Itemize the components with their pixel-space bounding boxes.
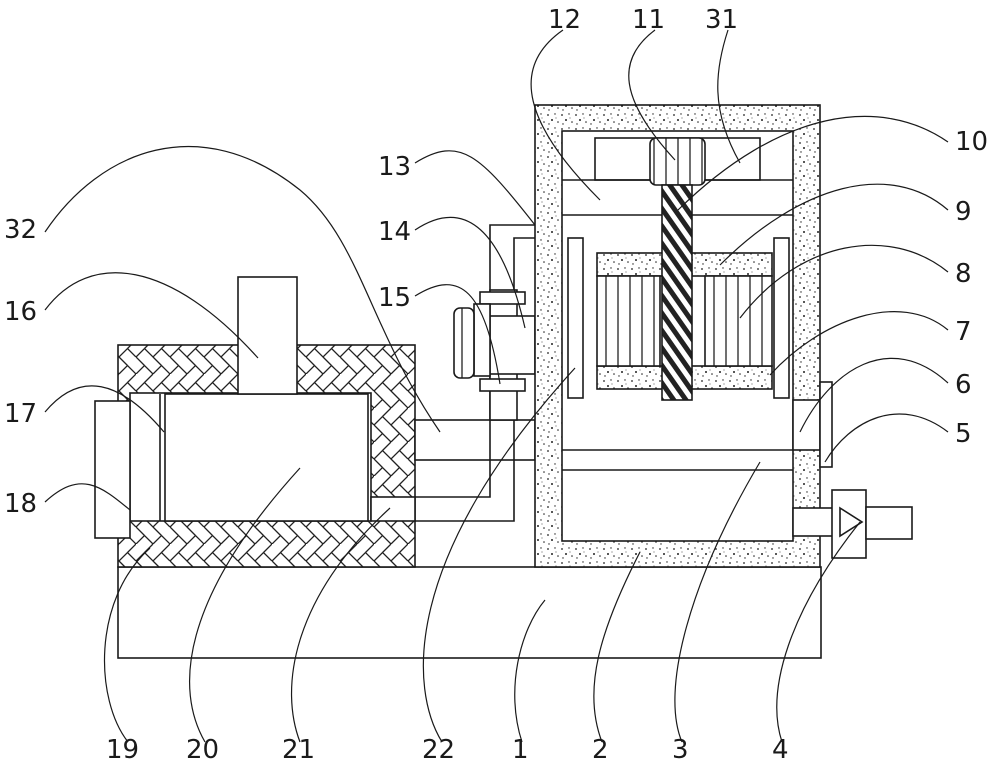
motor-11 (649, 137, 706, 186)
valve-arrow (839, 506, 864, 538)
label-21: 21 (282, 735, 315, 765)
label-31: 31 (705, 5, 738, 35)
leader-lines (44, 29, 949, 743)
label-10: 10 (955, 127, 988, 157)
inner-box-20 (164, 393, 369, 522)
label-4: 4 (772, 735, 789, 765)
label-13: 13 (378, 152, 411, 182)
label-7: 7 (955, 317, 972, 347)
label-15: 15 (378, 283, 411, 313)
fin-block-right (704, 275, 773, 367)
pipe-21 (370, 496, 416, 522)
label-14: 14 (378, 217, 411, 247)
side-door-18 (94, 400, 131, 539)
label-3: 3 (672, 735, 689, 765)
label-32: 32 (4, 215, 37, 245)
label-16: 16 (4, 297, 37, 327)
label-2: 2 (592, 735, 609, 765)
left-rail (567, 237, 584, 399)
label-6: 6 (955, 370, 972, 400)
outlet-pipe (792, 507, 836, 537)
pump-flange-bottom (479, 378, 526, 392)
label-18: 18 (4, 489, 37, 519)
label-5: 5 (955, 419, 972, 449)
pipe-32 (414, 419, 536, 461)
outlet-nozzle (865, 506, 913, 540)
label-12: 12 (548, 5, 581, 35)
label-22: 22 (422, 735, 455, 765)
base-plate (117, 566, 822, 659)
label-8: 8 (955, 259, 972, 289)
pump-flange-top (479, 291, 526, 305)
side-door-5 (819, 381, 833, 468)
part-labels: 1 2 3 4 19 20 21 22 5 6 7 8 9 10 12 11 3… (4, 5, 988, 765)
right-rail (773, 237, 790, 399)
label-17: 17 (4, 399, 37, 429)
fin-block-left (596, 275, 661, 367)
feed-pipe-16 (237, 276, 298, 395)
lower-box-6 (792, 399, 821, 451)
label-9: 9 (955, 197, 972, 227)
label-1: 1 (512, 735, 529, 765)
label-19: 19 (106, 735, 139, 765)
label-11: 11 (632, 5, 665, 35)
pump-gear (453, 307, 475, 379)
label-20: 20 (186, 735, 219, 765)
screw-shaft-10 (661, 184, 693, 401)
pump-body-14 (489, 315, 536, 375)
